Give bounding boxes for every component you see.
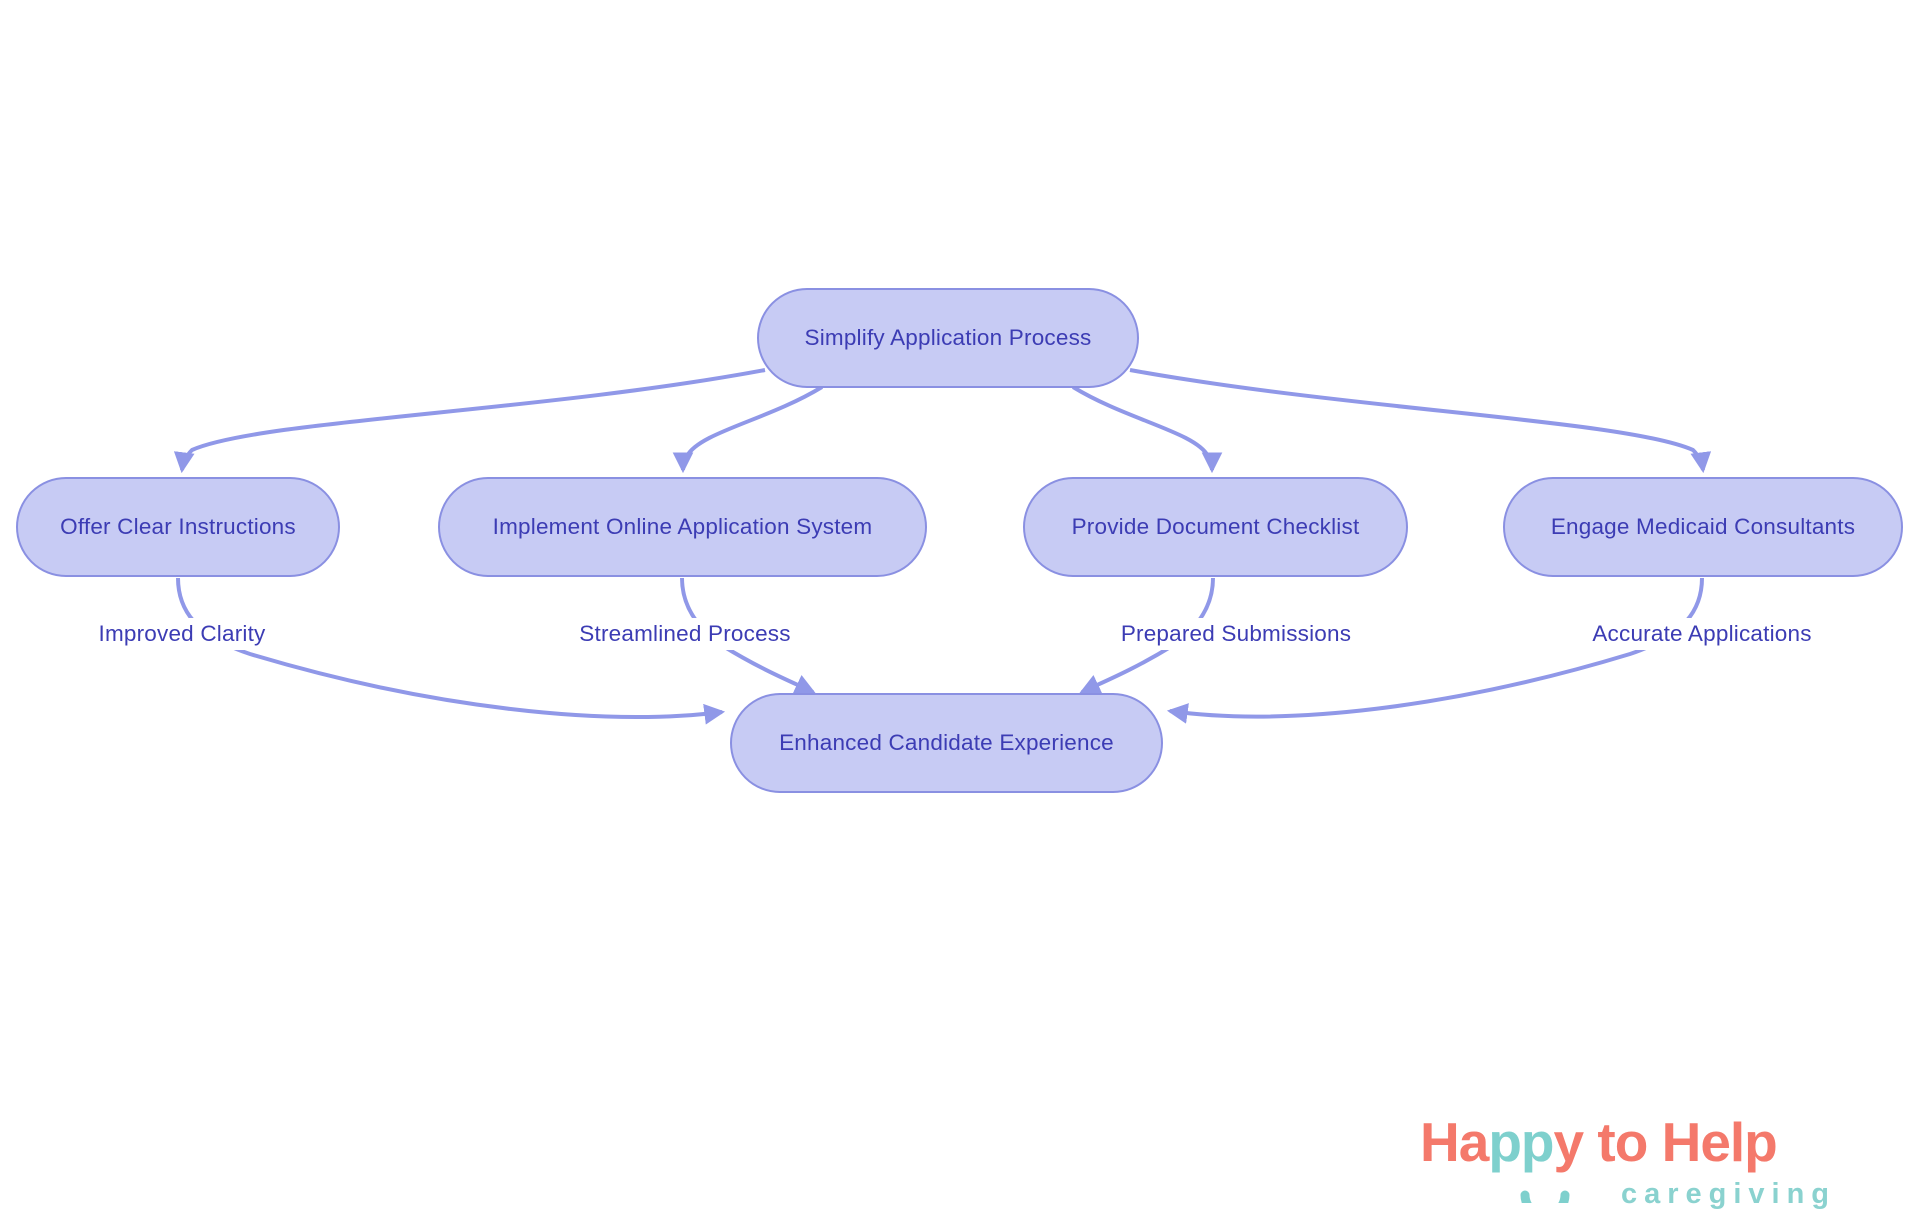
edge-root-to-strategy-2 — [672, 385, 824, 474]
strategy-node-3: Provide Document Checklist — [1023, 477, 1408, 577]
logo-seg-help: Help — [1661, 1111, 1778, 1173]
smile-icon — [1520, 1190, 1570, 1203]
logo-seg-ha: Ha — [1420, 1111, 1489, 1173]
edge-label-streamlined-process: Streamlined Process — [570, 618, 800, 650]
edge-root-to-strategy-1 — [173, 368, 766, 474]
strategy-node-1: Offer Clear Instructions — [16, 477, 340, 577]
edge-root-to-strategy-4 — [1129, 368, 1712, 474]
logo-seg-pp: pp — [1488, 1111, 1554, 1173]
edge-label-prepared-submissions: Prepared Submissions — [1111, 618, 1361, 650]
logo-seg-y: y — [1553, 1111, 1585, 1173]
strategy-node-2: Implement Online Application System — [438, 477, 927, 577]
logo-seg-to: to — [1583, 1111, 1662, 1173]
strategy-node-4: Engage Medicaid Consultants — [1503, 477, 1903, 577]
happy-to-help-logo: Happy to Help caregiving — [1420, 1110, 1888, 1211]
root-node: Simplify Application Process — [757, 288, 1139, 388]
edge-label-improved-clarity: Improved Clarity — [89, 618, 275, 650]
result-node: Enhanced Candidate Experience — [730, 693, 1163, 793]
edge-label-accurate-applications: Accurate Applications — [1583, 618, 1821, 650]
logo-wordmark: Happy to Help — [1420, 1110, 1888, 1174]
logo-subtitle: caregiving — [1620, 1178, 1836, 1210]
edge-root-to-strategy-3 — [1071, 385, 1223, 474]
